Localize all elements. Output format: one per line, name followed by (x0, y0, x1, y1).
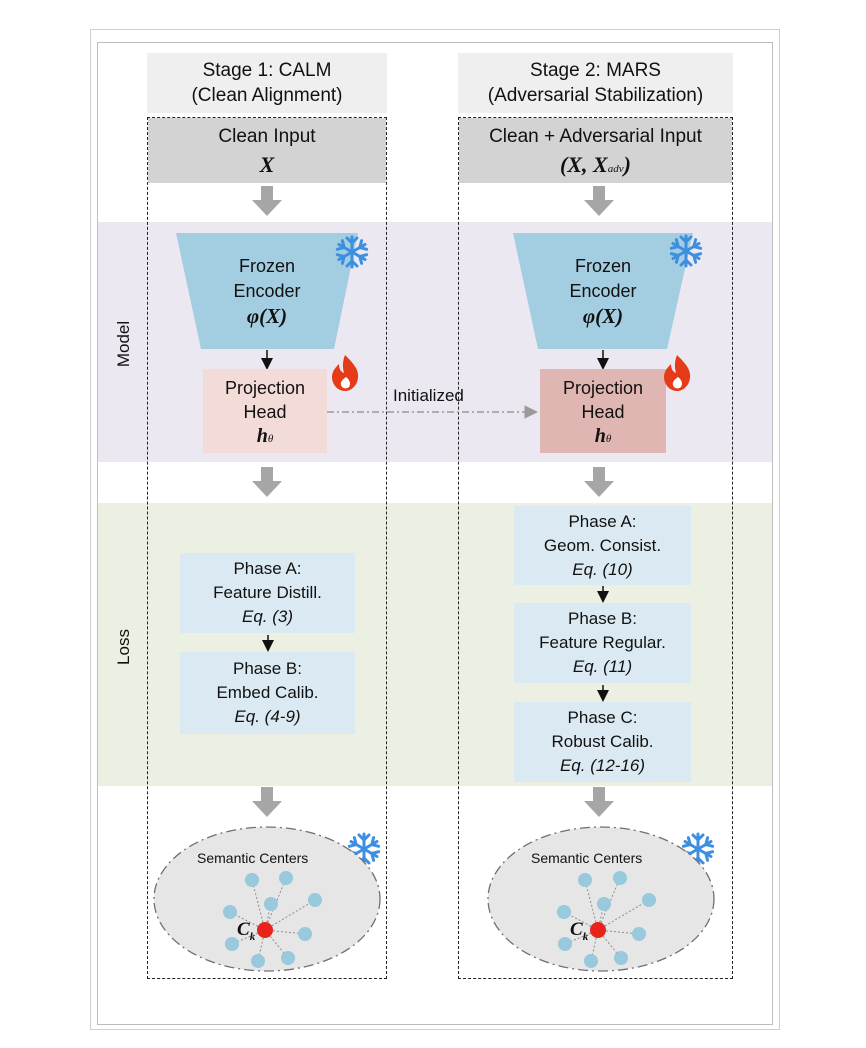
stage1-encoder-math: φ(X) (246, 304, 288, 328)
stage1-title: Stage 1: CALM (Clean Alignment) (147, 53, 387, 113)
stage1-projection-head (203, 369, 327, 453)
stage2-arrow-loss (584, 787, 614, 817)
stage2-input-math: (X, Xadv) (560, 152, 631, 177)
flame-icon (332, 355, 359, 391)
stage2-projection-head (540, 369, 666, 453)
stage2-centers-label: Semantic Centers (531, 850, 643, 866)
stage2-projection-math: hθ (594, 425, 612, 447)
stage1-phase-a: Phase A: Feature Distill. Eq. (3) (180, 553, 355, 633)
flame-icon (664, 355, 691, 391)
initialized-label: Initialized (393, 386, 464, 405)
stage2-phase-a: Phase A: Geom. Consist. Eq. (10) (514, 506, 691, 585)
stage1-projection-label: Projection Head hθ (203, 369, 327, 453)
stage1-title-line2: (Clean Alignment) (191, 85, 343, 106)
stage1-projection-math: hθ (256, 425, 274, 447)
stage2-title-line1: Stage 2: MARS (530, 60, 661, 81)
inner-frame (97, 42, 773, 1025)
stage2-phase-b: Phase B: Feature Regular. Eq. (11) (514, 603, 691, 683)
stage2-projection-label: Projection Head hθ (540, 369, 666, 453)
stage1-phase-b: Phase B: Embed Calib. Eq. (4-9) (180, 652, 355, 734)
stage1-arrow-input (252, 186, 282, 216)
stage2-center-math: Ck (570, 919, 589, 943)
stage1-input-box: Clean Input X (148, 118, 386, 183)
stage1-input-label: Clean Input (218, 126, 316, 147)
stage1-encoder-label: Frozen Encoder φ(X) (196, 254, 338, 329)
stage2-title-line2: (Adversarial Stabilization) (487, 85, 704, 106)
stage1-center-math: Ck (237, 919, 256, 943)
stage2-title: Stage 2: MARS (Adversarial Stabilization… (458, 53, 733, 113)
stage1-column (147, 117, 387, 979)
stage1-arrow-loss (252, 787, 282, 817)
stage1-encoder (176, 233, 358, 349)
stage1-cluster (223, 871, 322, 968)
stage2-input-box: Clean + Adversarial Input (X, Xadv) (459, 118, 732, 183)
stage2-arrow-model (584, 467, 614, 497)
stage1-arrow-model (252, 467, 282, 497)
stage2-column (458, 117, 733, 979)
stage1-input-math: X (259, 152, 275, 177)
stage1-title-line1: Stage 1: CALM (202, 60, 332, 81)
stage2-encoder-math: φ(X) (582, 304, 624, 328)
stage1-centers-label: Semantic Centers (197, 850, 309, 866)
stage2-arrow-input (584, 186, 614, 216)
stage2-encoder (513, 233, 693, 349)
stage2-encoder-label: Frozen Encoder φ(X) (532, 254, 674, 329)
stage2-input-label: Clean + Adversarial Input (489, 126, 702, 147)
stage2-phase-c: Phase C: Robust Calib. Eq. (12-16) (514, 702, 691, 782)
stage2-cluster (557, 871, 656, 968)
